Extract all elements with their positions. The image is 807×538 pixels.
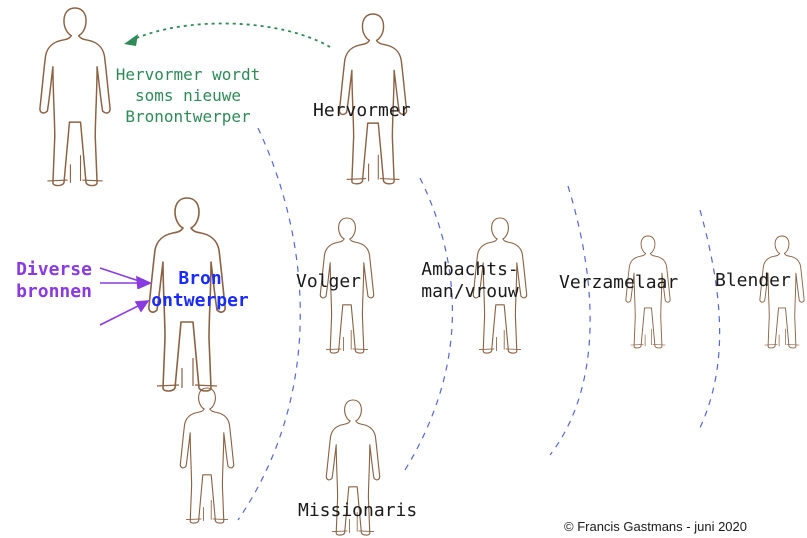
diverse-sources-line-1: Diverse — [16, 259, 92, 280]
source-designer-line-1: Bron — [178, 268, 222, 289]
reformer-note-line-1: Hervormer wordt — [115, 65, 261, 84]
diffusion-arcs — [237, 127, 721, 521]
label-craftsperson: Ambachts- man/vrouw — [421, 259, 519, 303]
figure-bottom-left — [179, 387, 235, 524]
label-blender: Blender — [715, 270, 791, 291]
reformer-note-line-2: soms nieuwe — [135, 86, 241, 105]
label-reformer: Hervormer — [313, 100, 411, 121]
arc-1 — [237, 127, 301, 521]
craftsperson-line-2: man/vrouw — [421, 281, 519, 302]
source-designer-line-2: ontwerper — [151, 290, 249, 311]
arc-2 — [404, 177, 454, 471]
label-missionary: Missionaris — [298, 500, 418, 521]
reformer-note: Hervormer wordt soms nieuwe Bronontwerpe… — [116, 64, 261, 127]
label-collector: Verzamelaar — [559, 272, 679, 293]
reformer-note-line-3: Bronontwerper — [125, 107, 251, 126]
reformer-arrow — [124, 22, 331, 48]
craftsperson-line-1: Ambachts- — [421, 259, 519, 280]
arc-3 — [549, 185, 591, 456]
arc-4 — [697, 209, 721, 433]
figure-top-left — [39, 7, 111, 187]
copyright: © Francis Gastmans - juni 2020 — [564, 519, 747, 534]
diverse-sources-line-2: bronnen — [16, 281, 92, 302]
figure-reformer — [338, 13, 408, 185]
label-diverse-sources: Diverse bronnen — [16, 259, 92, 303]
source-arrows — [99, 267, 152, 326]
label-source-designer: Bron ontwerper — [151, 268, 249, 312]
label-follower: Volger — [296, 271, 362, 292]
